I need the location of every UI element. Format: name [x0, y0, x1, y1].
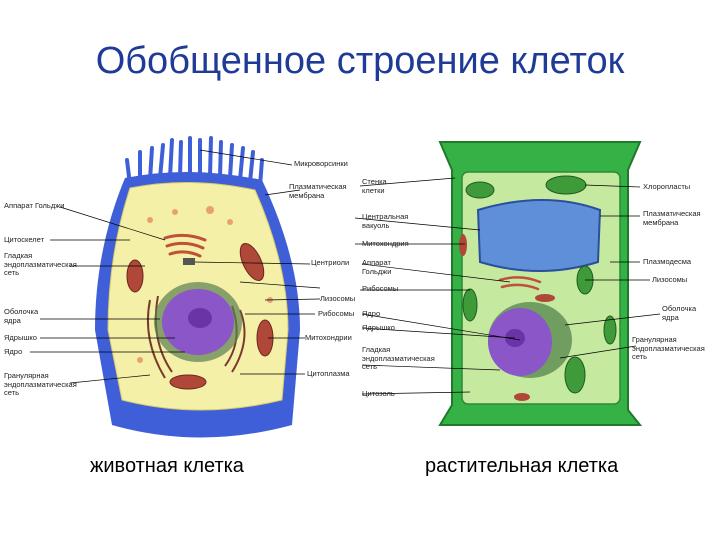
- plant-golgi: [498, 276, 542, 291]
- label-lysosomes-right: Лизосомы: [652, 275, 688, 284]
- label-nucleus-mid: Ядро: [362, 309, 381, 318]
- label-nucleolus-mid: Ядрышко: [362, 323, 395, 332]
- central-vacuole: [476, 199, 602, 272]
- label-golgi-left: Аппарат Гольджи: [4, 201, 65, 210]
- label-cell-wall: Стенка клетки: [362, 177, 387, 195]
- label-rough-er-right: Гранулярная эндоплазматическая сеть: [632, 335, 705, 361]
- label-microvilli: Микроворсинки: [294, 159, 348, 168]
- plant-cell: [438, 141, 643, 426]
- plant-organelles: [459, 234, 555, 401]
- animal-cell: [95, 136, 300, 438]
- label-mitochondria-mid: Митохондрии: [305, 333, 352, 342]
- label-cytoskeleton: Цитоскелет: [4, 235, 45, 244]
- label-smooth-er-mid: Гладкая эндоплазматическая сеть: [362, 345, 435, 371]
- label-cytosol: Цитозоль: [362, 389, 395, 398]
- label-ribosomes-right: Рибосомы: [362, 284, 399, 293]
- animal-nucleolus: [188, 308, 212, 328]
- label-nucleolus-left: Ядрышко: [4, 333, 37, 342]
- label-plasmodesmata: Плазмодесма: [643, 257, 692, 266]
- label-central-vacuole: Центральная вакуоль: [362, 212, 409, 230]
- label-ribosomes-mid: Рибосомы: [318, 309, 355, 318]
- plant-chloroplasts: [462, 175, 617, 394]
- label-nuclear-envelope-left: Оболочка ядра: [4, 307, 39, 325]
- label-cytoplasm: Цитоплазма: [307, 369, 350, 378]
- label-lysosomes-mid: Лизосомы: [320, 294, 356, 303]
- label-chloroplasts: Хлоропласты: [643, 182, 691, 191]
- caption-animal-cell: животная клетка: [90, 455, 244, 477]
- label-golgi-mid: Аппарат Гольджи: [362, 258, 392, 276]
- label-smooth-er-left: Гладкая эндоплазматическая сеть: [4, 251, 77, 277]
- leader-lines: [30, 149, 661, 395]
- label-nucleus-left: Ядро: [4, 347, 23, 356]
- label-mitochondrion: Митохондрия: [362, 239, 409, 248]
- label-rough-er-left: Гранулярная эндоплазматическая сеть: [4, 371, 77, 397]
- animal-golgi: [163, 233, 207, 258]
- label-nuclear-envelope-right: Оболочка ядра: [662, 304, 697, 322]
- label-plasma-membrane-right: Плазматическая мембрана: [643, 209, 701, 227]
- animal-vesicles: [137, 206, 273, 363]
- animal-centrioles: [183, 258, 195, 265]
- label-plasma-membrane-mid: Плазматическая мембрана: [289, 182, 347, 200]
- page-title: Обобщенное строение клеток: [95, 40, 625, 82]
- label-centrioles: Центриоли: [311, 258, 350, 267]
- caption-plant-cell: растительная клетка: [425, 455, 619, 477]
